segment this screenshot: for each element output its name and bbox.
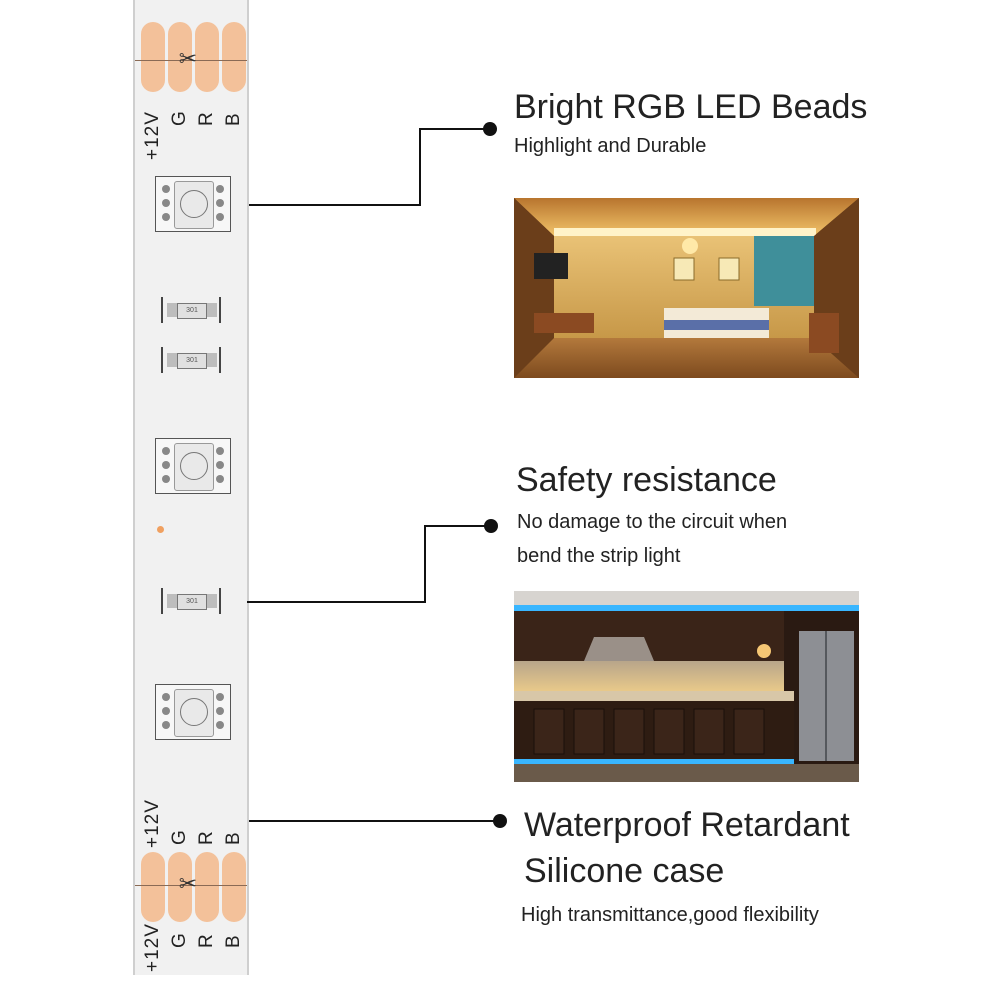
pin-label: B [223,934,244,948]
solder-pad [195,22,219,92]
rgb-led-bead [155,684,231,740]
cut-line [135,885,247,886]
solder-pad [222,852,246,922]
pin-label: R [196,111,217,126]
rgb-led-bead [155,176,231,232]
bullet-dot [484,519,498,533]
pin-label: +12V [142,799,163,848]
feature-subtitle: bend the strip light [517,545,681,567]
pin-label: +12V [142,111,163,160]
feature-title: Silicone case [524,852,725,890]
solder-pad [168,22,192,92]
feature-subtitle: No damage to the circuit when [517,511,788,533]
feature-title: Waterproof Retardant [524,806,850,844]
led-strip: ✂ +12V G R B 301 301 301 +12V G R B [133,0,249,975]
solder-pad [222,22,246,92]
leader-line [419,128,489,130]
bedroom-photo [514,198,859,378]
pin-label: R [196,830,217,845]
scissors-icon: ✂ [178,871,198,896]
solder-pad [141,852,165,922]
leader-line [249,204,420,206]
pin-label: G [169,932,190,948]
pin-label: B [223,831,244,845]
rgb-led-bead [155,438,231,494]
feature-title: Bright RGB LED Beads [514,88,868,126]
feature-subtitle: Highlight and Durable [514,135,707,157]
solder-pad [141,22,165,92]
solder-pad [168,852,192,922]
solder-pad [195,852,219,922]
leader-line [424,525,490,527]
feature-title: Safety resistance [516,461,777,499]
scissors-icon: ✂ [178,46,198,71]
pin-label: G [169,110,190,126]
kitchen-photo [514,591,859,782]
resistor: 301 [161,297,221,323]
pin-label: R [196,933,217,948]
cut-line [135,60,247,61]
leader-line [419,128,421,206]
leader-line [424,525,426,603]
pin-label: +12V [142,923,163,972]
bullet-dot [493,814,507,828]
bullet-dot [483,122,497,136]
indicator-dot [157,526,164,533]
resistor: 301 [161,588,221,614]
leader-line [247,601,425,603]
pin-label: G [169,829,190,845]
resistor: 301 [161,347,221,373]
leader-line [249,820,499,822]
pin-label: B [223,112,244,126]
feature-subtitle: High transmittance,good flexibility [521,904,819,926]
